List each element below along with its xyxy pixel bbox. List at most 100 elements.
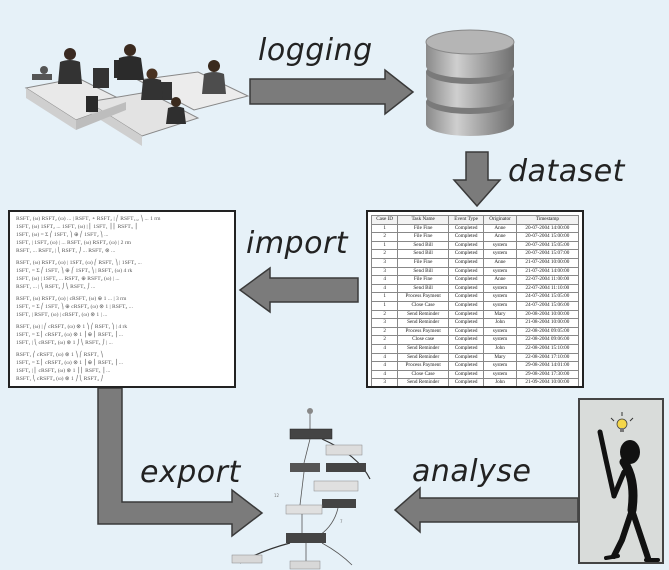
table-cell: Close case [397,335,449,345]
table-cell: 3 [370,318,399,328]
table-cell: 24-07-2004 15:06:00 [515,300,580,311]
table-cell: 22-08-2004 17:10:00 [515,352,580,363]
table-cell: Anne [483,223,517,234]
column-header: Event Type [447,215,485,225]
table-cell: 4 [370,361,399,371]
table-cell: system [483,240,517,251]
table-cell: Send Bill [397,240,449,251]
table-cell: Completed [447,240,485,251]
table-cell: File Fine [397,257,449,268]
table-cell: Send Reminder [397,343,449,354]
table-cell: Mary [483,309,517,320]
table-cell: 22-07-2004 11:00:00 [515,275,580,285]
table-cell: 20-07-2004 15:07:00 [515,249,580,259]
column-header: Timestamp [515,215,580,225]
table-cell: Completed [447,369,485,380]
table-cell: 29-08-2004 14:01:00 [515,361,580,371]
table-cell: Send Reminder [397,309,449,320]
table-cell: 21-07-2004 14:00:00 [515,266,580,277]
column-header: Originator [483,215,517,225]
table-cell: 29-08-2004 17:30:00 [515,369,580,380]
table-cell: Completed [449,387,484,388]
table-cell: Completed [447,378,485,386]
table-cell: Completed [447,309,485,320]
table-cell: 2 [370,232,399,242]
table-cell: 2 [370,249,399,259]
table-cell: 2 [370,335,399,345]
table-cell: Completed [447,326,485,337]
office-workers-icon [24,44,250,146]
column-header: Task Name [397,215,449,225]
table-cell: 4 [370,343,399,354]
table-cell: 2 [370,309,399,320]
import-formula-matrix: RSFT₁ (ω) RSFT₂ (ω) ... | RSFT₁ ∘ RSFT₂ … [8,210,236,388]
table-cell: 22-08-2004 15:10:00 [515,343,580,354]
table-cell: Completed [447,292,485,302]
table-cell: Send Reminder [397,318,449,328]
table-cell: 21-10-2004 10:00:00 [516,387,578,388]
table-cell: Anne [483,257,517,268]
table-cell: Completed [447,343,485,354]
table-cell: Completed [447,335,485,345]
idea-person-box [578,398,664,564]
table-cell: 4 [370,283,399,294]
table-cell: 2 [370,326,399,337]
table-cell: 1 [370,292,399,302]
table-cell: Anne [483,275,517,285]
table-header-row: Case ID Task Name Event Type Originator … [370,215,580,225]
table-cell: Close Case [397,369,449,380]
table-cell: 3 [372,387,398,388]
table-cell: Completed [447,283,485,294]
table-cell: Mary [483,352,517,363]
table-cell: 20-07-2004 14:00:00 [515,223,580,234]
table-cell: Send Bill [397,283,449,294]
table-cell: system [483,266,517,277]
svg-text:7: 7 [340,519,343,524]
table-cell: system [483,369,517,380]
table-cell: File Fine [397,275,449,285]
table-cell: 21-07-2004 10:00:00 [515,257,580,268]
import-label: import [246,226,349,261]
table-cell: 3 [370,266,399,277]
table-cell: Process Payment [397,361,449,371]
table-cell: Completed [447,275,485,285]
dataset-label: dataset [508,154,625,189]
table-cell: Completed [447,361,485,371]
table-cell: 21-08-2004 10:00:00 [515,318,580,328]
table-cell: Completed [447,352,485,363]
table-cell: 22-08-2004 09:05:00 [515,326,580,337]
table-cell: 22-08-2004 09:06:00 [515,335,580,345]
analyse-label: analyse [412,454,532,489]
table-cell: Completed [447,249,485,259]
table-cell: system [483,335,517,345]
table-cell: John [483,378,517,386]
export-label: export [140,455,241,490]
table-cell: 20-08-2004 10:00:00 [515,309,580,320]
table-cell: Process Payment [397,292,449,302]
table-cell: Send Reminder [397,352,449,363]
table-cell: Send Bill [397,249,449,259]
table-cell: Completed [447,266,485,277]
table-cell: File Fine [397,232,449,242]
database-icon [425,29,515,136]
table-cell: 20-07-2004 15:05:00 [515,240,580,251]
table-cell: John [483,343,517,354]
svg-text:12: 12 [274,493,280,498]
table-cell: Process Payment [397,326,449,337]
table-cell: Completed [447,318,485,328]
table-cell: Completed [447,232,485,242]
